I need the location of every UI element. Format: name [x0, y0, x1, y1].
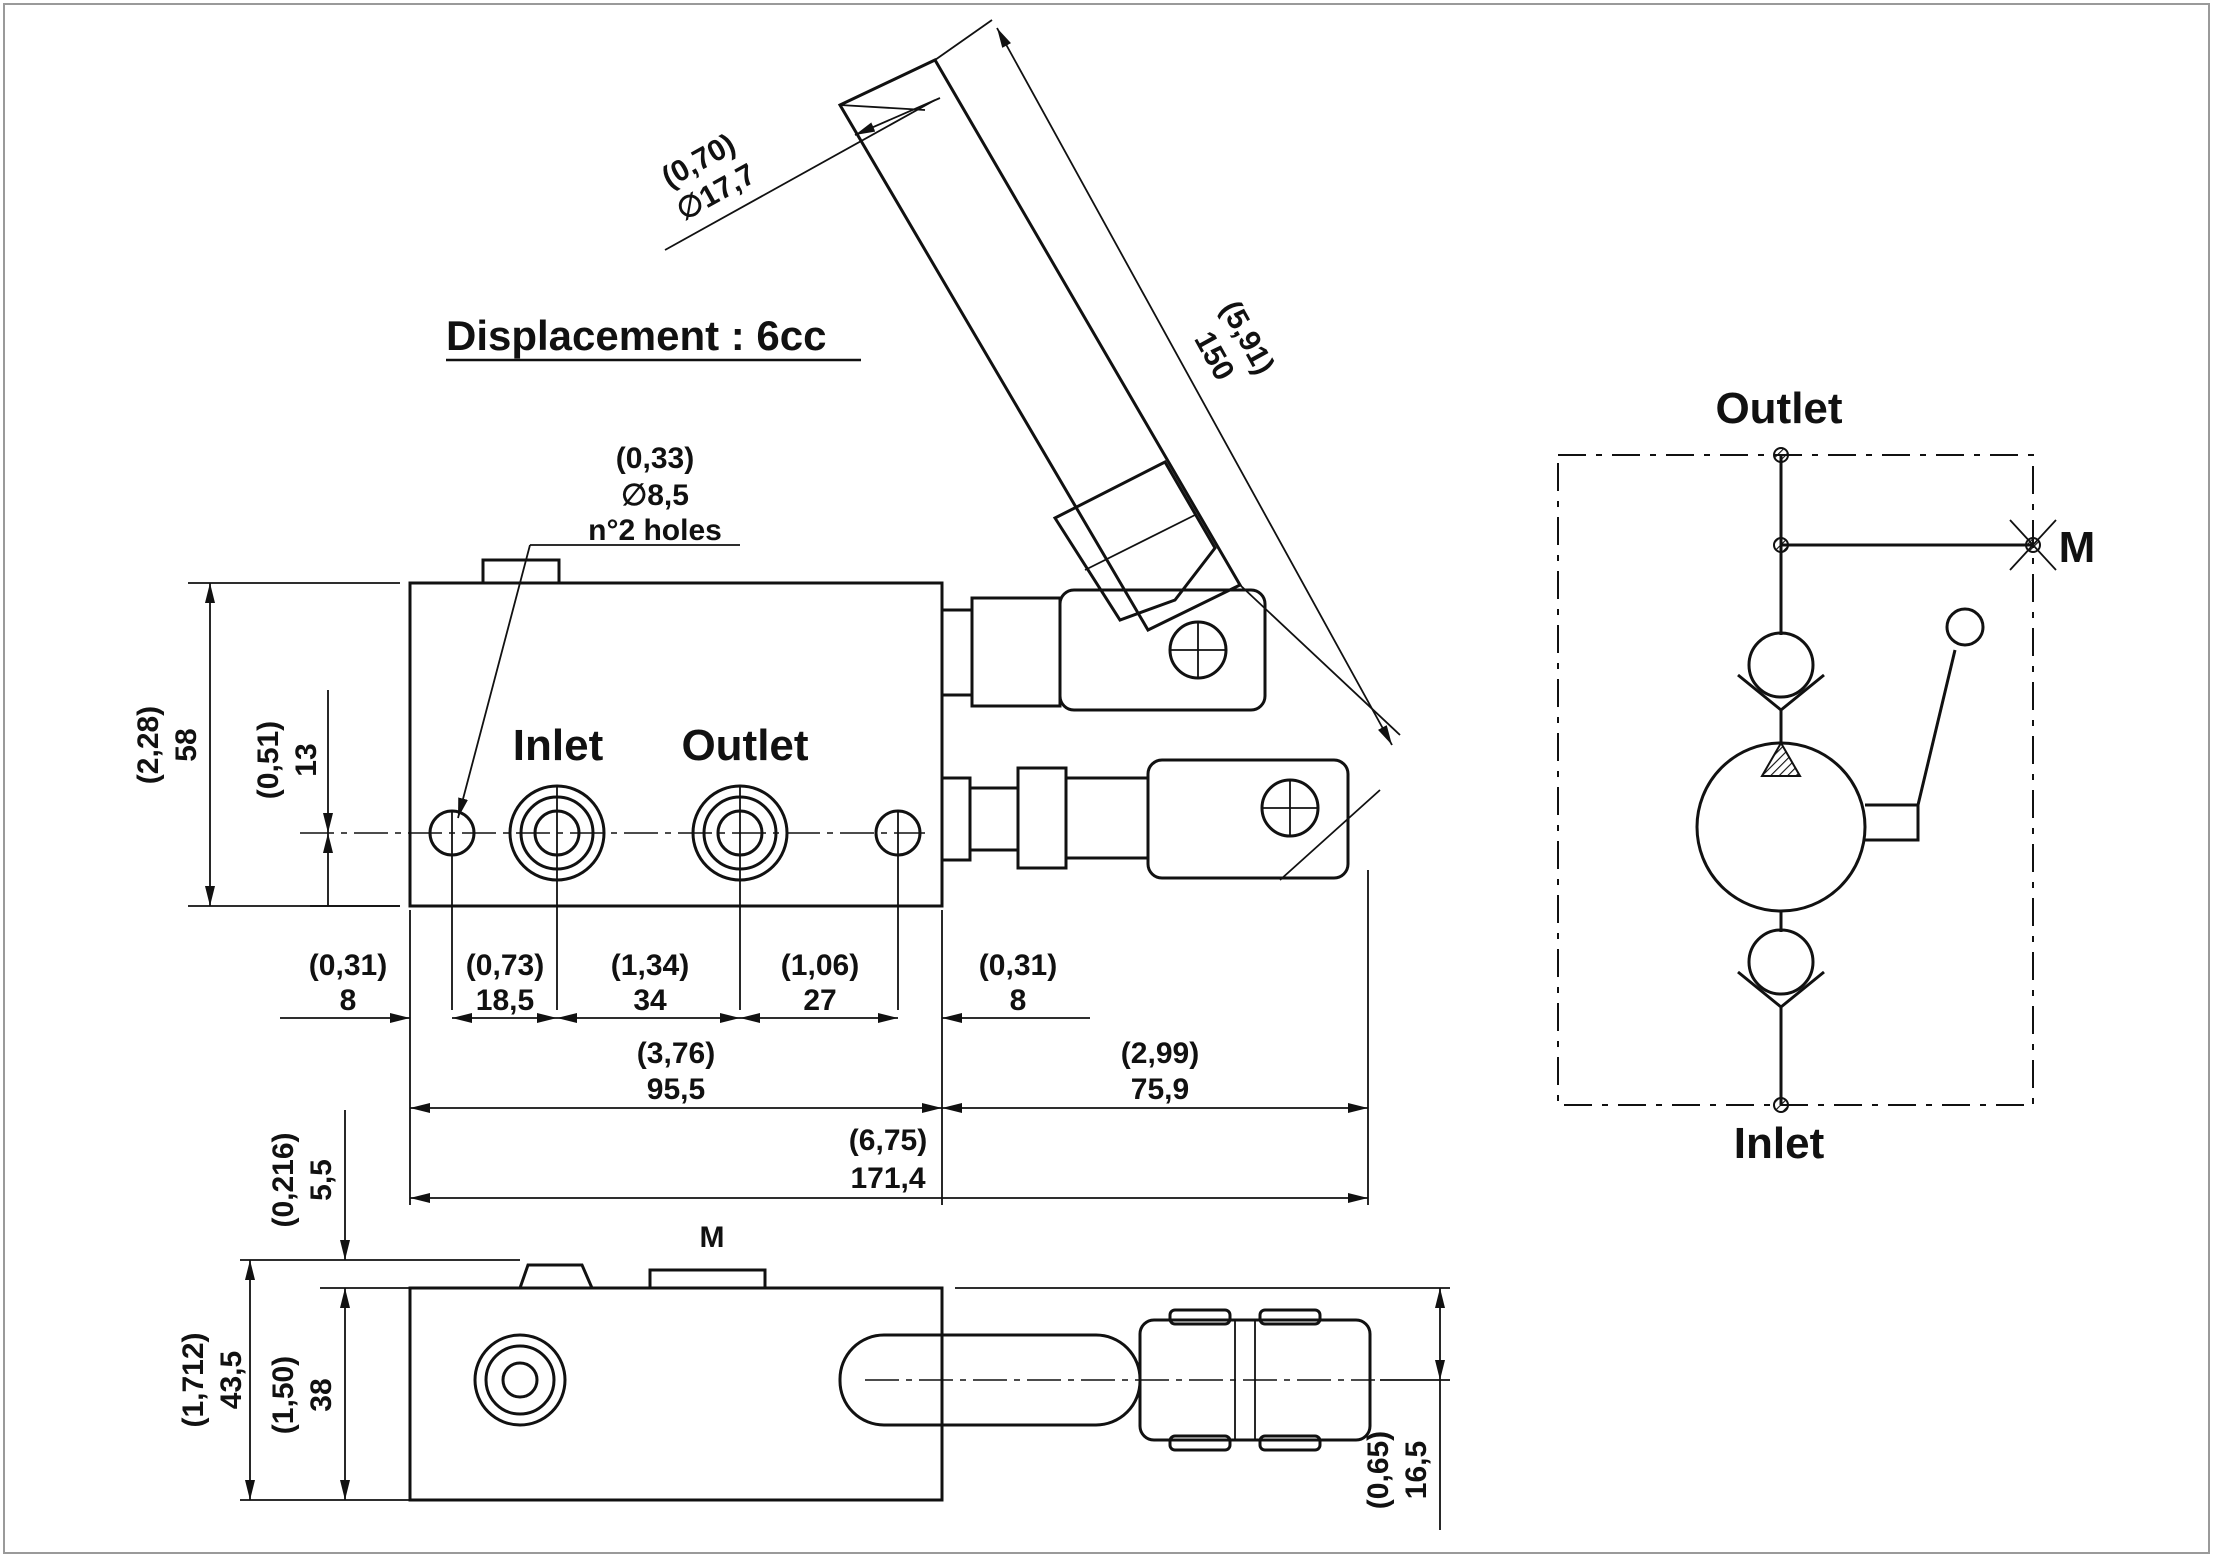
width-total-mm: 171,4 — [850, 1162, 925, 1195]
svg-text:(6,75): (6,75) — [849, 1124, 927, 1157]
side-right-inch: 0,65 — [1362, 1441, 1395, 1499]
front-inlet-label: Inlet — [513, 721, 604, 770]
height-axis-dimension: (0,51) 13 — [252, 690, 400, 907]
dim-edge-right-mm: 8 — [1010, 984, 1027, 1017]
width-ext-inch: 2,99 — [1131, 1037, 1189, 1070]
height-total-dimension: (2,28) 58 — [132, 582, 400, 907]
drawing-frame — [3, 3, 2210, 1554]
side-total-dimension: (1,712) 43,5 — [177, 1260, 410, 1501]
svg-text:(2,99): (2,99) — [1121, 1037, 1199, 1070]
displacement-title: Displacement : 6cc — [446, 312, 827, 359]
front-outlet-label: Outlet — [681, 721, 808, 770]
schematic-inlet-label: Inlet — [1734, 1119, 1825, 1168]
dim-outlet-hole-mm: 27 — [803, 984, 836, 1017]
handle-length-dimension: (5,91) 150 — [934, 19, 1401, 746]
dim-edge-right-inch: 0,31 — [989, 949, 1047, 982]
width-body-mm: 95,5 — [647, 1073, 705, 1106]
width-ext-mm: 75,9 — [1131, 1073, 1189, 1106]
hole-spacing-dimensions — [280, 870, 1369, 1205]
schematic-outlet-label: Outlet — [1715, 384, 1842, 433]
height-total-mm: 58 — [170, 728, 203, 761]
holes-inch: 0,33 — [626, 442, 684, 475]
svg-text:(0,31): (0,31) — [309, 949, 387, 982]
svg-text:(2,28): (2,28) — [132, 706, 165, 784]
svg-text:(1,34): (1,34) — [611, 949, 689, 982]
side-body-inch: 1,50 — [267, 1366, 300, 1424]
hydraulic-schematic — [1557, 447, 2057, 1113]
width-total-inch: 6,75 — [859, 1124, 917, 1157]
side-right-mm: 16,5 — [1400, 1441, 1433, 1499]
svg-text:(3,76): (3,76) — [637, 1037, 715, 1070]
side-body-mm: 38 — [305, 1378, 338, 1411]
pump-handle — [837, 58, 1243, 632]
holes-leader: (0,33) ∅8,5 n°2 holes — [457, 442, 740, 819]
svg-text:(0,73): (0,73) — [466, 949, 544, 982]
svg-text:(1,712): (1,712) — [177, 1332, 210, 1427]
width-total-dimension: (6,75) 171,4 — [410, 1124, 1368, 1203]
handle-diameter-dimension: (0,70) ∅17,7 — [656, 97, 941, 251]
svg-text:(1,06): (1,06) — [781, 949, 859, 982]
dim-edge-left-inch: 0,31 — [319, 949, 377, 982]
dim-inlet-outlet-mm: 34 — [633, 984, 667, 1017]
side-top-inch: 0,216 — [267, 1142, 300, 1217]
svg-text:(0,216): (0,216) — [267, 1132, 300, 1227]
side-top-dimension: (0,216) 5,5 — [240, 1110, 520, 1289]
svg-text:(0,65): (0,65) — [1362, 1431, 1395, 1509]
svg-text:(0,51): (0,51) — [252, 721, 285, 799]
pump-piston-assembly — [940, 588, 1381, 881]
width-body-dimension: (3,76) 95,5 — [410, 1037, 942, 1113]
front-view-body — [300, 558, 944, 1010]
height-axis-inch: 0,51 — [252, 731, 285, 789]
side-right-dimension: (0,65) 16,5 — [955, 1287, 1450, 1530]
side-total-mm: 43,5 — [215, 1351, 248, 1409]
side-total-inch: 1,712 — [177, 1342, 210, 1417]
holes-dia: ∅8,5 — [621, 479, 689, 512]
dim-edge-left-mm: 8 — [340, 984, 357, 1017]
side-m-label: M — [700, 1221, 725, 1254]
dim-outlet-hole-inch: 1,06 — [791, 949, 849, 982]
svg-text:(0,33): (0,33) — [616, 442, 694, 475]
schematic-m-label: M — [2059, 523, 2096, 572]
dim-inlet-outlet-inch: 1,34 — [621, 949, 680, 982]
svg-text:(0,31): (0,31) — [979, 949, 1057, 982]
side-body-dimension: (1,50) 38 — [267, 1288, 350, 1500]
height-axis-mm: 13 — [290, 743, 323, 776]
dim-hole-inlet-inch: 0,73 — [476, 949, 534, 982]
width-body-inch: 3,76 — [647, 1037, 705, 1070]
holes-qty: n°2 holes — [588, 514, 722, 547]
side-top-mm: 5,5 — [305, 1159, 338, 1201]
dim-hole-inlet-mm: 18,5 — [476, 984, 534, 1017]
width-extension-dimension: (2,99) 75,9 — [942, 1037, 1368, 1113]
side-view-body — [408, 1263, 1375, 1502]
svg-text:(1,50): (1,50) — [267, 1356, 300, 1434]
height-total-inch: 2,28 — [132, 716, 165, 774]
